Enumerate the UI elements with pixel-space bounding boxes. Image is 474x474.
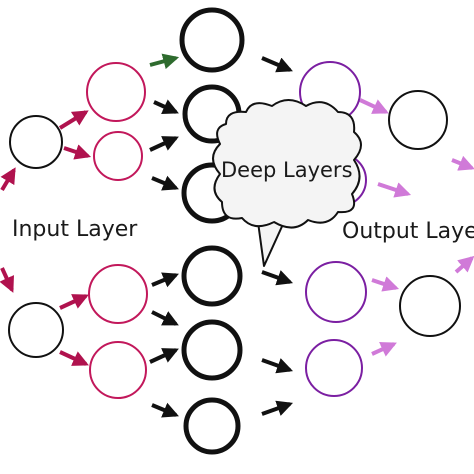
arrow [359, 98, 389, 114]
cloud-tail [257, 221, 285, 267]
hidden-node [86, 62, 146, 122]
arrow [151, 175, 179, 191]
arrows-output-to-final [359, 98, 474, 357]
cloud-shape [212, 99, 362, 229]
arrow [454, 255, 474, 274]
deep-node [181, 245, 243, 307]
output-layer-label: Output Layer [342, 219, 474, 244]
deep-node [183, 397, 241, 455]
output-node [305, 339, 363, 397]
arrow [59, 350, 89, 366]
deep-node [181, 319, 243, 381]
hidden-node [88, 264, 148, 324]
arrow [377, 182, 412, 198]
arrow [59, 294, 89, 310]
arrow [261, 270, 294, 286]
arrow [0, 167, 16, 192]
arrow [149, 53, 180, 70]
output-node [305, 261, 367, 323]
arrow [261, 56, 293, 73]
arrow [371, 342, 397, 357]
arrow [371, 276, 400, 292]
final-node [388, 90, 448, 150]
arrow [261, 358, 294, 374]
final-node [399, 275, 461, 337]
input-node [9, 115, 63, 169]
arrows-hidden-to-deep [149, 53, 180, 418]
arrows-input-to-hidden [0, 110, 92, 366]
input-node [8, 302, 64, 358]
deep-layers-label: Deep Layers [221, 158, 353, 182]
input-layer-label: Input Layer [12, 217, 138, 242]
hidden-layer-1-nodes [86, 62, 148, 399]
arrow [149, 136, 179, 152]
hidden-node [93, 131, 143, 181]
cloud-cover [262, 218, 282, 224]
thought-cloud [212, 99, 362, 267]
arrow [149, 348, 179, 364]
arrow [0, 267, 14, 293]
arrow [451, 155, 474, 171]
deep-layer-nodes [179, 7, 245, 455]
final-layer-nodes [388, 90, 461, 337]
arrow [63, 144, 92, 160]
arrow [151, 310, 179, 326]
arrow [151, 402, 179, 418]
input-layer-nodes [8, 115, 64, 358]
arrow [261, 400, 294, 416]
arrow [153, 99, 179, 114]
arrow [151, 272, 179, 288]
arrow [58, 110, 89, 130]
arrows-deep-to-output [261, 56, 294, 416]
deep-node [179, 7, 245, 73]
hidden-node [89, 341, 147, 399]
